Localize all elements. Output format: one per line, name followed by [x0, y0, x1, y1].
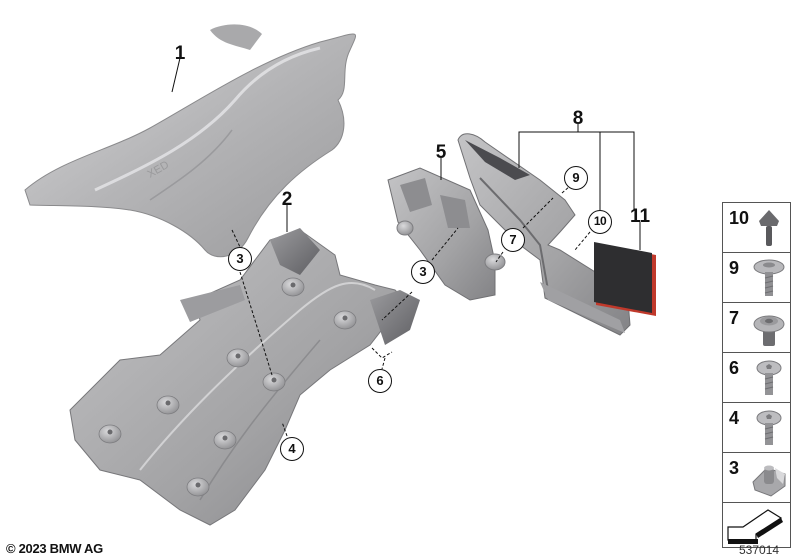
- torx-screw-icon: [756, 360, 782, 395]
- callout-circle-4: 4: [280, 437, 304, 461]
- part-2-main-bracket: [69, 228, 420, 526]
- part-8-arm: [457, 133, 631, 336]
- callout-8: 8: [572, 108, 584, 129]
- diagram-id: 537014: [739, 543, 780, 557]
- fastener-number: 3: [729, 458, 740, 478]
- leader-lines: [171, 57, 641, 437]
- fastener-legend-panel: 10 9 7 6: [722, 202, 791, 548]
- fastener-number: 9: [729, 258, 740, 278]
- clip-nut-icon: [752, 465, 786, 497]
- torx-screw-icon: [756, 410, 782, 445]
- callout-11: 11: [629, 206, 651, 227]
- fastener-number: 6: [729, 358, 740, 378]
- direction-arrow-row: [723, 502, 790, 547]
- callout-1: 1: [174, 43, 186, 64]
- callout-circle-9: 9: [564, 166, 588, 190]
- direction-arrow-icon: [727, 509, 783, 544]
- collar-nut-icon: [753, 315, 785, 346]
- pointed-pin-icon: [759, 210, 779, 246]
- fastener-row-10: 10: [723, 203, 790, 253]
- fastener-row-7: 7: [723, 303, 790, 353]
- fastener-row-4: 4: [723, 403, 790, 453]
- callout-circle-10: 10: [588, 210, 612, 234]
- fastener-number: 7: [729, 308, 740, 328]
- callout-5: 5: [435, 142, 447, 163]
- callout-circle-7: 7: [501, 228, 525, 252]
- fastener-number: 4: [729, 408, 740, 428]
- fastener-row-6: 6: [723, 353, 790, 403]
- callout-2: 2: [281, 189, 293, 210]
- callout-circle-6: 6: [368, 369, 392, 393]
- callout-circle-3b: 3: [411, 260, 435, 284]
- callout-circle-3a: 3: [228, 247, 252, 271]
- copyright-text: © 2023 BMW AG: [6, 541, 103, 556]
- flange-screw-icon: [753, 259, 785, 296]
- part-5-holder: [387, 167, 506, 301]
- fastener-row-3: 3: [723, 453, 790, 503]
- part-11-pad: [594, 242, 656, 316]
- part-1-cover: XED: [24, 24, 357, 258]
- fastener-row-9: 9: [723, 253, 790, 303]
- fastener-number: 10: [729, 208, 750, 228]
